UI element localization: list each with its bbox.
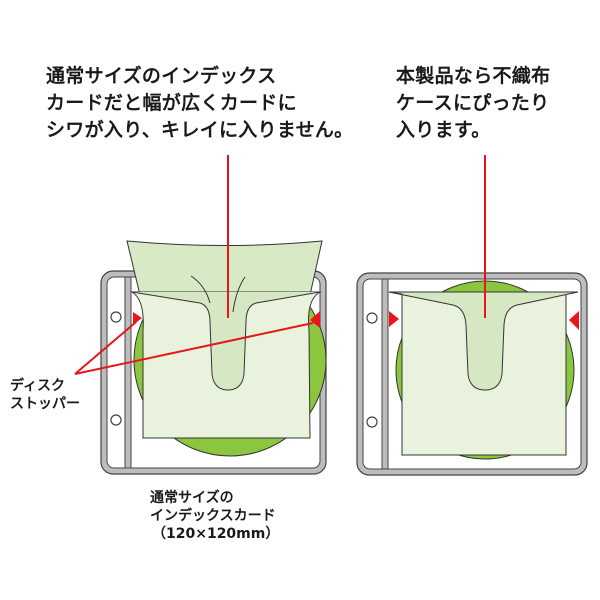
caption-line: 入ります。	[396, 119, 491, 141]
standard-card-label: 通常サイズの インデックスカード （120×120mm）	[150, 489, 279, 543]
case-pocket	[388, 291, 579, 391]
label-line: ストッパー	[10, 396, 80, 412]
leader-line-stopper-right	[74, 322, 314, 375]
binder-hole-icon	[366, 312, 378, 324]
label-line: インデックスカード	[150, 508, 276, 524]
disc-stopper-marker-icon	[389, 311, 399, 327]
binder-hole-icon	[110, 311, 122, 323]
caption-line: 本製品なら不織布	[396, 65, 551, 87]
caption-line: 通常サイズのインデックス	[46, 65, 277, 87]
label-line: ディスク	[10, 378, 66, 394]
left-diagram	[100, 240, 327, 475]
label-line: 通常サイズの	[150, 490, 234, 506]
caption-line: ケースにぴったり	[396, 92, 550, 114]
caption-line: シワが入り、キレイに入りません。	[46, 119, 354, 141]
binder-hole-icon	[366, 416, 378, 428]
caption-line: カードだと幅が広くカードに	[46, 92, 297, 114]
wrinkle-mark	[190, 275, 211, 304]
leader-lines	[74, 155, 486, 375]
leader-line-stopper-left	[74, 321, 137, 375]
disc-stopper-marker-icon	[310, 311, 320, 328]
card-top-flap	[126, 240, 323, 296]
left-caption: 通常サイズのインデックス カードだと幅が広くカードに シワが入り、キレイに入りま…	[46, 63, 353, 144]
left-sleeve-divider	[124, 276, 132, 469]
binder-hole-icon	[110, 414, 122, 426]
disc-stopper-marker-icon	[569, 311, 579, 330]
case-flap-edge	[388, 291, 403, 295]
disc-stopper-label: ディスク ストッパー	[10, 377, 80, 413]
right-diagram	[356, 272, 588, 476]
wrinkle-mark	[232, 276, 246, 313]
right-caption: 本製品なら不織布 ケースにぴったり 入ります。	[396, 63, 550, 144]
label-line: （120×120mm）	[152, 526, 280, 542]
right-sleeve-divider	[381, 278, 389, 470]
